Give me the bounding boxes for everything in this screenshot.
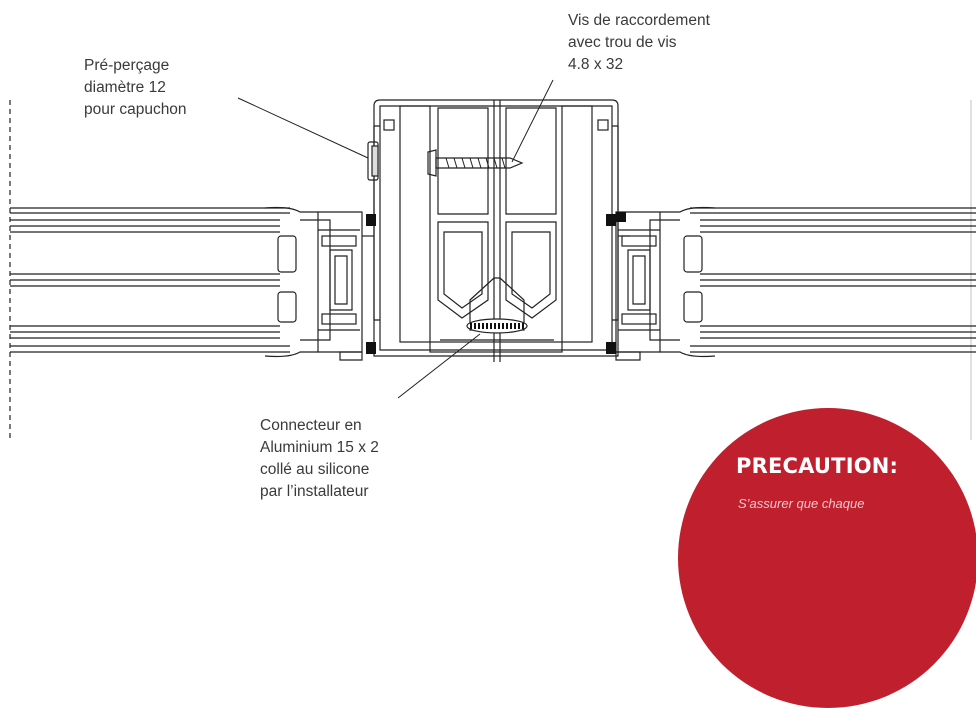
leader-connecteur (397, 333, 481, 399)
left-glazing-profile (10, 206, 363, 361)
leader-pre-percage (237, 97, 369, 159)
right-glazing-profile (615, 206, 976, 361)
label-line: pour capuchon (84, 101, 187, 118)
callout-body: S’assurer que chaque (738, 496, 865, 511)
central-coupling-profile (362, 99, 630, 362)
label-line: Pré-perçage (84, 57, 170, 74)
label-line: Vis de raccordement (568, 12, 710, 29)
profile-cross-section-drawing (9, 79, 976, 440)
label-connecteur: Connecteur en Aluminium 15 x 2 collé au … (260, 415, 379, 503)
callout-title: PRECAUTION: (736, 454, 899, 478)
label-line: diamètre 12 (84, 79, 166, 96)
leader-vis (511, 79, 554, 163)
label-pre-percage: Pré-perçage diamètre 12 pour capuchon (84, 55, 187, 121)
label-line: Connecteur en (260, 417, 362, 434)
label-line: Aluminium 15 x 2 (260, 439, 379, 456)
label-line: par l’installateur (260, 483, 369, 500)
label-line: 4.8 x 32 (568, 56, 624, 73)
label-line: avec trou de vis (568, 34, 677, 51)
label-vis-raccordement: Vis de raccordement avec trou de vis 4.8… (568, 10, 710, 76)
precaution-callout: PRECAUTION: S’assurer que chaque (678, 408, 976, 708)
label-line: collé au silicone (260, 461, 370, 478)
connection-screw (427, 149, 524, 177)
aluminium-connector (466, 318, 528, 334)
